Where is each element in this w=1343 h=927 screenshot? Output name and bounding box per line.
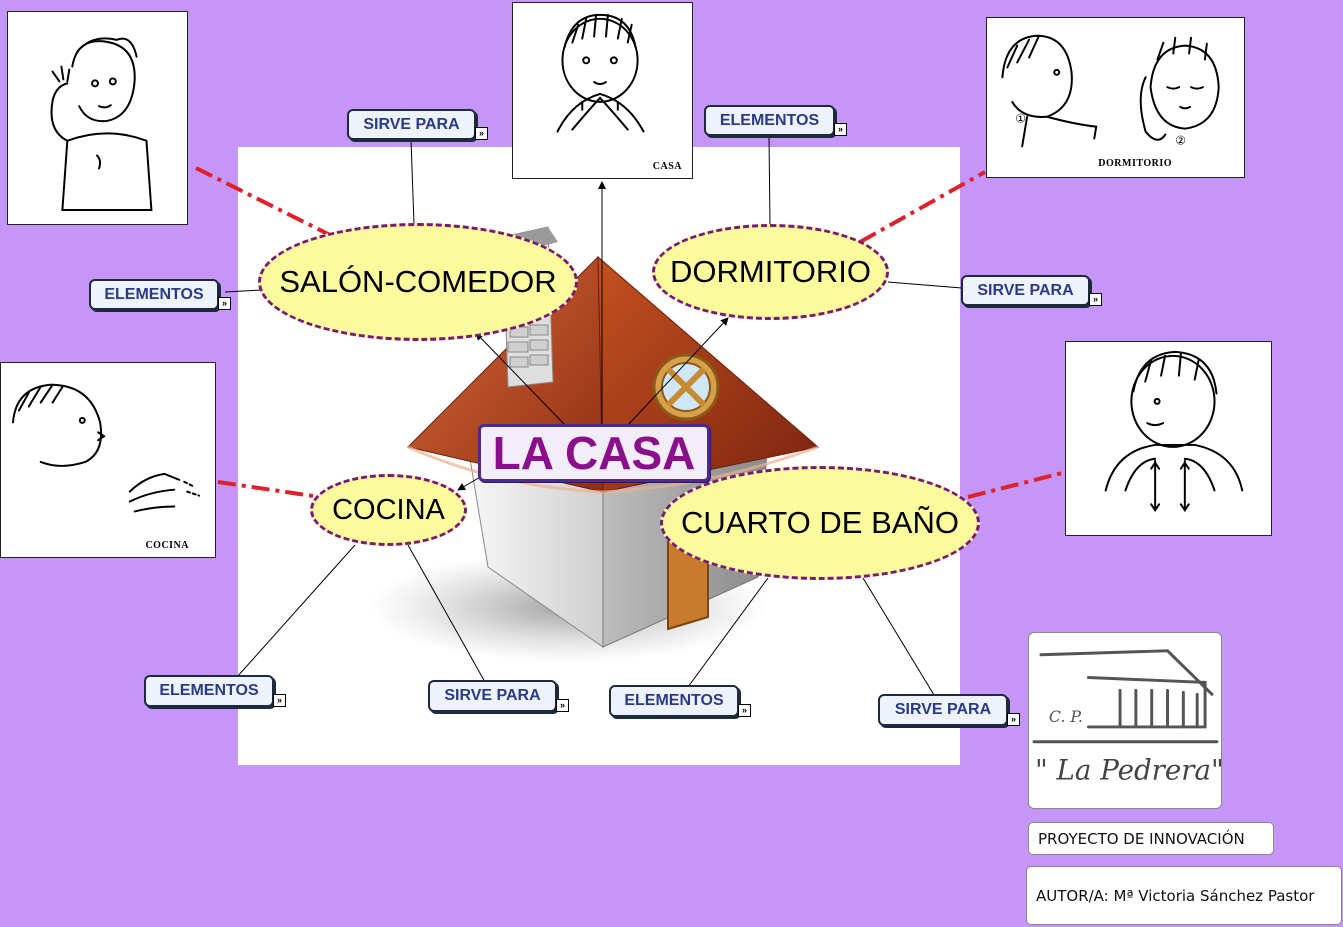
person-sign-icon (556, 13, 645, 133)
sign-picture-salon (7, 11, 188, 225)
tag-label: ELEMENTOS (624, 692, 724, 709)
tag-salon-elementos[interactable]: ELEMENTOS » (89, 279, 231, 310)
expand-arrow-icon[interactable]: » (218, 297, 231, 310)
tag-label: SIRVE PARA (444, 687, 541, 704)
link-dormitorio-elementos (768, 135, 771, 226)
sign-caption-cocina: COCINA (145, 540, 189, 551)
dash-cocina-sign (217, 480, 314, 498)
concept-cuarto-de-bano[interactable]: CUARTO DE BAÑO (660, 466, 980, 580)
author-label: AUTOR/A: Mª Victoria Sánchez Pastor (1026, 866, 1342, 925)
link-root-dormitorio (627, 317, 729, 426)
concept-dormitorio[interactable]: DORMITORIO (652, 224, 889, 320)
link-bano-elementos (687, 577, 769, 688)
tag-salon-sirve-para[interactable]: SIRVE PARA » (347, 109, 488, 140)
concept-cocina[interactable]: COCINA (310, 474, 467, 546)
dash-salon-sign (195, 166, 331, 237)
tag-bano-sirve-para[interactable]: SIRVE PARA » (878, 694, 1020, 726)
tag-bano-elementos[interactable]: ELEMENTOS » (609, 685, 751, 717)
logo-initials: C. P. (1049, 707, 1083, 726)
sign-picture-cocina: COCINA (0, 362, 216, 558)
school-logo: C. P. " La Pedrera" (1028, 632, 1222, 809)
link-root-salon (475, 332, 566, 426)
person-sign-icon (11, 383, 201, 513)
sign-picture-casa: CASA (512, 2, 693, 179)
expand-arrow-icon[interactable]: » (475, 127, 488, 140)
sign-number-1: ① (1015, 112, 1026, 126)
link-cocina-sirve (407, 544, 486, 683)
tag-cocina-sirve-para[interactable]: SIRVE PARA » (428, 680, 569, 712)
sign-picture-dormitorio: ① ② DORMITORIO (986, 17, 1245, 178)
tag-label: ELEMENTOS (159, 682, 259, 699)
person-sign-icon: ① ② (1001, 34, 1220, 147)
link-salon-elementos (224, 289, 263, 293)
link-dormitorio-sirve (887, 281, 963, 289)
sign-picture-bano (1065, 341, 1272, 536)
dash-bano-sign (967, 470, 1067, 499)
expand-arrow-icon[interactable]: » (834, 123, 847, 136)
tag-label: ELEMENTOS (719, 111, 820, 129)
tag-label: SIRVE PARA (977, 281, 1074, 299)
concept-salon-comedor[interactable]: SALÓN-COMEDOR (258, 223, 578, 341)
dash-dormitorio-sign (859, 170, 986, 244)
expand-arrow-icon[interactable]: » (1007, 713, 1020, 726)
sign-caption-dormitorio: DORMITORIO (1098, 158, 1172, 169)
sign-caption-casa: CASA (652, 161, 682, 172)
tag-cocina-elementos[interactable]: ELEMENTOS » (144, 675, 286, 707)
root-concept-la-casa[interactable]: LA CASA (478, 424, 710, 482)
tag-label: SIRVE PARA (363, 115, 460, 133)
expand-arrow-icon[interactable]: » (738, 704, 751, 717)
tag-label: ELEMENTOS (104, 285, 204, 303)
tag-dormitorio-elementos[interactable]: ELEMENTOS » (704, 105, 847, 136)
school-building-icon: C. P. " La Pedrera" (1032, 649, 1221, 786)
logo-name: " La Pedrera" (1035, 753, 1221, 786)
sign-number-2: ② (1175, 133, 1186, 147)
person-sign-icon (50, 37, 153, 211)
link-salon-sirve (410, 139, 415, 225)
link-cocina-elementos (236, 544, 356, 678)
expand-arrow-icon[interactable]: » (273, 694, 286, 707)
project-label: PROYECTO DE INNOVACIÓN (1028, 822, 1274, 855)
tag-dormitorio-sirve-para[interactable]: SIRVE PARA » (961, 275, 1102, 306)
person-sign-icon (1104, 350, 1244, 513)
link-bano-sirve (862, 577, 935, 696)
expand-arrow-icon[interactable]: » (556, 699, 569, 712)
tag-label: SIRVE PARA (894, 701, 992, 718)
expand-arrow-icon[interactable]: » (1089, 293, 1102, 306)
